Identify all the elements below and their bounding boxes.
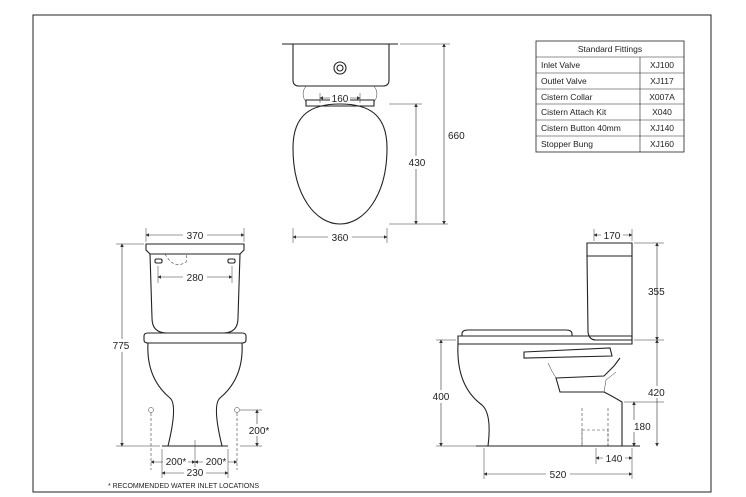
dim-cistern-height: 355 — [648, 287, 665, 298]
dim-front-height: 775 — [113, 341, 130, 352]
dim-front-width: 370 — [187, 231, 204, 242]
fittings-item: Cistern Attach Kit — [541, 107, 607, 117]
fittings-code: XJ140 — [650, 123, 674, 133]
fittings-table-title: Standard Fittings — [578, 44, 642, 54]
side-view-cistern — [586, 242, 633, 341]
side-view-bowl — [457, 343, 623, 447]
front-view-cistern — [145, 243, 245, 334]
dim-seat-height: 400 — [433, 392, 450, 403]
fittings-code: XJ117 — [650, 76, 674, 86]
dim-inlet-height: 200* — [249, 426, 270, 437]
dim-side-length: 520 — [550, 470, 567, 481]
front-view-bowl — [147, 342, 243, 447]
fittings-code: X007A — [649, 92, 675, 102]
top-view: 160 360 430 660 — [282, 43, 465, 244]
dim-outlet-height: 420 — [648, 388, 665, 399]
fittings-item: Inlet Valve — [541, 60, 580, 70]
fittings-item: Stopper Bung — [541, 139, 593, 149]
fittings-code: XJ100 — [650, 60, 674, 70]
fittings-item: Outlet Valve — [541, 76, 587, 86]
top-view-seat — [292, 103, 388, 225]
front-view-seat — [143, 332, 247, 344]
dim-cistern-depth: 170 — [604, 231, 621, 242]
fittings-item: Cistern Button 40mm — [541, 123, 621, 133]
side-view: 170 355 420 180 400 140 520 — [428, 229, 670, 481]
top-view-cistern — [292, 43, 390, 87]
dim-base-width: 230 — [187, 468, 204, 479]
footnote: * RECOMMENDED WATER INLET LOCATIONS — [108, 483, 259, 490]
dim-inlet-left: 200* — [166, 457, 187, 468]
dim-fixing-centres: 280 — [187, 273, 204, 284]
front-view: 370 280 775 200* 200* 200* 230 — [108, 228, 272, 479]
dim-inlet-right: 200* — [206, 457, 227, 468]
dim-top-width: 360 — [332, 233, 349, 244]
fittings-code: XJ160 — [650, 139, 674, 149]
dim-outlet-setback: 140 — [606, 454, 623, 465]
dim-hinge-spacing: 160 — [332, 94, 349, 105]
fittings-table: Standard Fittings Inlet Valve XJ100 Outl… — [535, 40, 685, 153]
flush-button-icon — [333, 61, 347, 75]
fittings-code: X040 — [652, 107, 672, 117]
fittings-item: Cistern Collar — [541, 92, 593, 102]
side-view-seat — [461, 329, 573, 337]
dim-outlet-low: 180 — [634, 422, 651, 433]
drawing-frame — [32, 14, 712, 493]
dim-top-total: 660 — [448, 131, 465, 142]
dim-top-depth: 430 — [409, 158, 426, 169]
